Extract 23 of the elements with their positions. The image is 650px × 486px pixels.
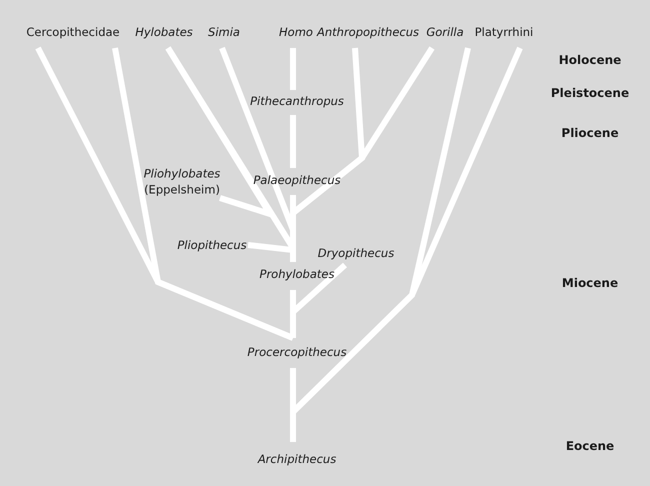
taxon-label: Gorilla — [426, 25, 464, 41]
epoch-label: Eocene — [566, 439, 614, 453]
taxon-label: Archipithecus — [258, 452, 336, 468]
epoch-label: Miocene — [562, 276, 618, 290]
epoch-label: Holocene — [558, 53, 622, 67]
taxon-label: Simia — [208, 25, 240, 41]
taxon-label: Pliohylobates (Eppelsheim) — [137, 166, 227, 198]
taxon-label: Pithecanthropus — [250, 94, 344, 110]
taxon-label: Procercopithecus — [247, 345, 347, 361]
taxon-label: Prohylobates — [260, 267, 334, 283]
taxon-label: Platyrrhini — [474, 25, 534, 41]
taxon-label: Hylobates — [135, 25, 193, 41]
taxon-label: Palaeopithecus — [253, 173, 341, 189]
epoch-label: Pliocene — [561, 126, 619, 140]
taxon-label: Pliopithecus — [177, 238, 247, 254]
epoch-label: Pleistocene — [550, 86, 630, 100]
branch-line — [290, 48, 296, 90]
branch-line — [290, 115, 296, 168]
taxon-label: Cercopithecidae — [26, 25, 120, 41]
taxon-label: Anthropopithecus — [316, 25, 420, 41]
taxon-label: Homo — [279, 25, 313, 41]
branch-line — [112, 47, 294, 341]
taxon-label: Dryopithecus — [318, 246, 394, 262]
